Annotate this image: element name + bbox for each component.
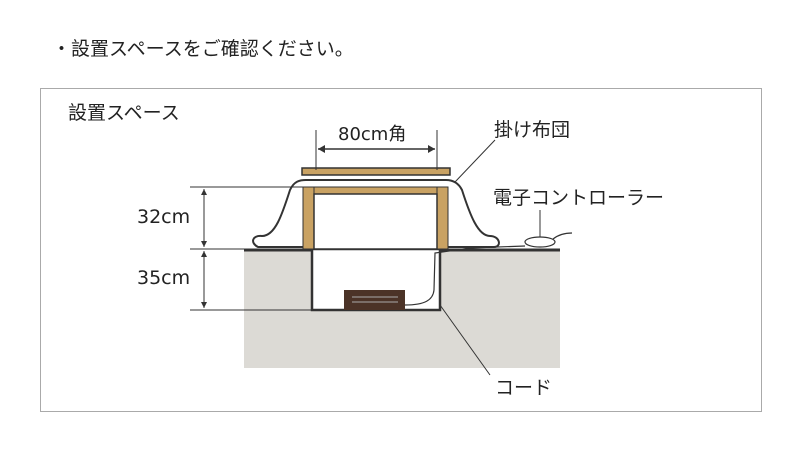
diagram-frame (40, 88, 762, 412)
futon-label: 掛け布団 (494, 119, 571, 141)
heater (344, 290, 405, 310)
kotatsu-leg-right (436, 186, 449, 250)
width-label: 80cm角 (338, 124, 407, 145)
kotatsu-leg-left (302, 186, 315, 250)
controller (524, 236, 556, 248)
height-upper-label: 32cm (137, 206, 191, 228)
cord-leader (439, 304, 491, 376)
diagram-title: 設置スペース (68, 102, 180, 124)
instruction-heading: ・設置スペースをご確認ください。 (52, 38, 354, 60)
cord-label: コード (495, 377, 553, 399)
tabletop (301, 167, 451, 176)
controller-label: 電子コントローラー (493, 187, 665, 209)
height-lower-label: 35cm (137, 267, 191, 289)
futon-leader (454, 139, 496, 183)
cord (404, 245, 526, 306)
kotatsu-frame-top (302, 186, 449, 195)
